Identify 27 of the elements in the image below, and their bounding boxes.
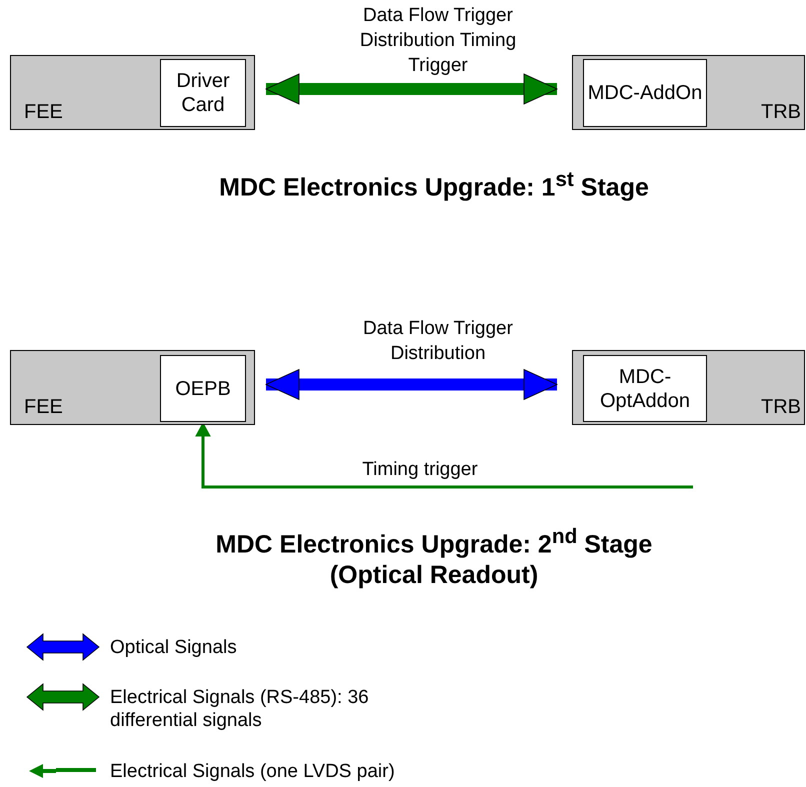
legend-text: Electrical Signals (one LVDS pair) [110, 760, 396, 783]
double-arrow [266, 369, 558, 400]
module-box [583, 355, 707, 422]
edge-label: Data Flow Trigger Distribution Timing Trigger [358, 4, 518, 78]
double-arrow [266, 74, 558, 104]
module-box [583, 59, 707, 127]
board-label: TRB [761, 395, 801, 419]
stage-title: MDC Electronics Upgrade: 1$^{st}$ Stage [218, 167, 650, 204]
module-label: MDC-AddOn [588, 81, 702, 105]
module-label: MDC-OptAddon [598, 364, 692, 412]
stage-title: MDC Electronics Upgrade: 2$^{nd}$ Stage (Optical Readout) [214, 524, 654, 592]
module-label: OEPB [175, 376, 231, 400]
module-label: Driver Card [175, 69, 231, 117]
board-box [10, 55, 255, 130]
edge-label: Timing trigger [361, 458, 479, 482]
board-label: FEE [24, 100, 63, 124]
legend-text: Optical Signals [110, 636, 238, 659]
arrow [196, 422, 693, 488]
board-box [10, 350, 255, 425]
legend-text: Electrical Signals (RS-485): 36 differential signals [110, 686, 370, 732]
board-label: TRB [761, 100, 801, 124]
board-box [572, 350, 805, 425]
board-box [572, 55, 805, 130]
module-box [160, 355, 246, 422]
module-box [160, 59, 246, 127]
edge-label: Data Flow Trigger Distribution [362, 317, 514, 366]
board-label: FEE [24, 395, 63, 419]
